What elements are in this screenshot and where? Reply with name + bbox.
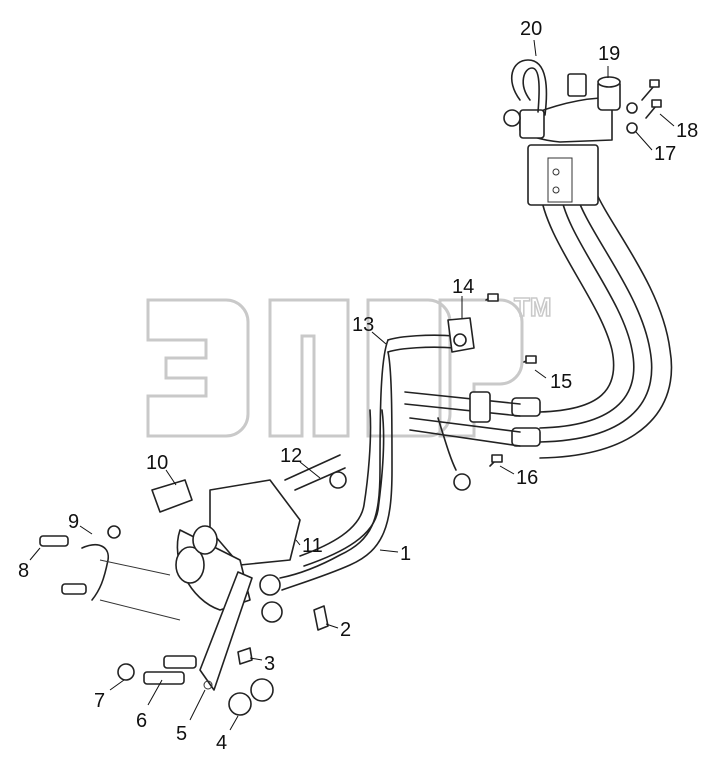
- callout-18: 18: [676, 120, 698, 142]
- callout-19: 19: [598, 43, 620, 65]
- upper-bracket-assembly: [503, 59, 662, 206]
- callout-8: 8: [18, 560, 29, 582]
- watermark-logo: TM: [146, 291, 552, 438]
- callout-15: 15: [550, 371, 572, 393]
- callout-9: 9: [68, 511, 79, 533]
- callout-13: 13: [352, 314, 374, 336]
- callout-12: 12: [280, 445, 302, 467]
- callout-4: 4: [216, 732, 227, 754]
- callout-7: 7: [94, 690, 105, 712]
- callout-10: 10: [146, 452, 168, 474]
- watermark-tm: TM: [514, 292, 552, 322]
- callout-1: 1: [400, 543, 411, 565]
- mid-pipes: [279, 293, 537, 591]
- callout-14: 14: [452, 276, 474, 298]
- callout-16: 16: [516, 467, 538, 489]
- callout-20: 20: [520, 18, 542, 40]
- leader-lines: [29, 39, 675, 731]
- callout-6: 6: [136, 710, 147, 732]
- callouts: 1 2 3 4 5 6 7 8 9 10 11 12 13 14 15 16 1…: [18, 18, 698, 754]
- callout-11: 11: [302, 535, 323, 557]
- main-hoses: [511, 189, 673, 459]
- callout-5: 5: [176, 723, 187, 745]
- lower-assembly: [39, 454, 347, 716]
- callout-17: 17: [654, 143, 676, 165]
- callout-3: 3: [264, 653, 275, 675]
- callout-2: 2: [340, 619, 351, 641]
